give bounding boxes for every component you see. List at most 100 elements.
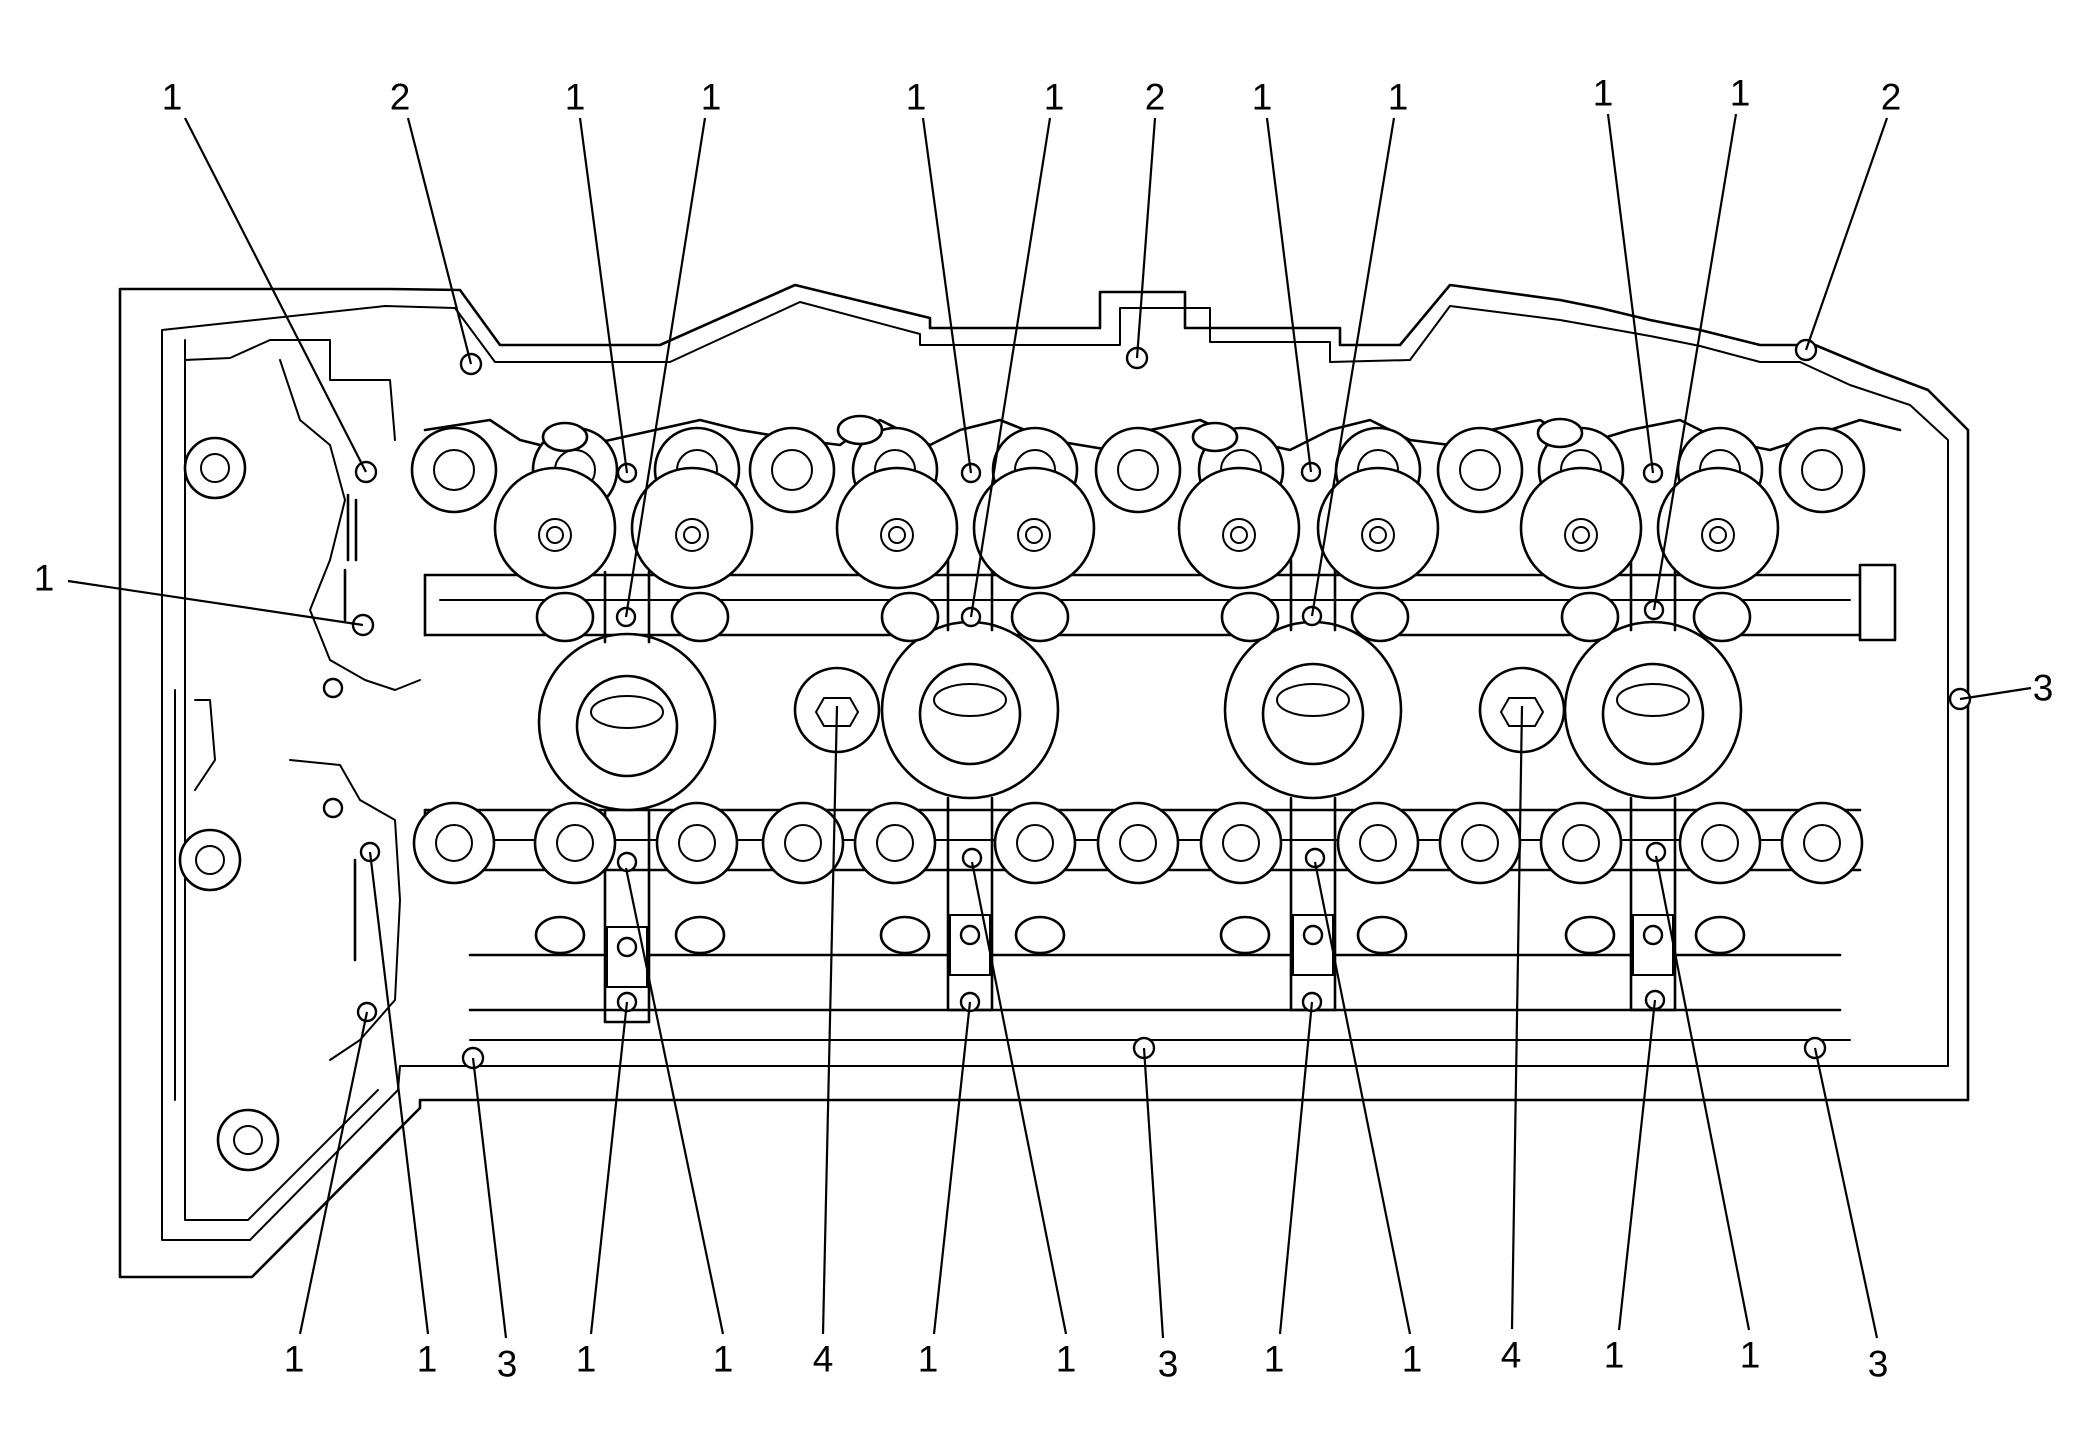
cam-cap-pad — [1692, 591, 1752, 643]
callout-label-1: 1 — [34, 558, 55, 599]
callout-leader-line — [67, 579, 364, 627]
end-boss — [216, 1108, 280, 1172]
cam-journal-boss — [410, 426, 498, 514]
cam-cap-pad — [674, 915, 726, 955]
head-outline — [118, 283, 1970, 1279]
oil-passage — [1191, 421, 1239, 453]
callout-label-1: 1 — [417, 1339, 438, 1380]
callout-leader-line — [578, 117, 629, 474]
callout-label-1: 1 — [1402, 1339, 1423, 1380]
spark-plug-boss — [1223, 558, 1403, 1012]
spark-plug-bosses — [178, 414, 1866, 1172]
cam-cap-pad — [880, 591, 940, 643]
cam-cap-pad — [1014, 915, 1066, 955]
cam-cap-pad — [1010, 591, 1070, 643]
callout-leader-line — [589, 1001, 629, 1335]
cam-cap-pad — [534, 915, 586, 955]
cam-journal-boss — [1199, 801, 1283, 885]
cam-journal-boss — [655, 801, 739, 885]
callout-label-2: 2 — [1145, 77, 1166, 118]
cam-cap-pad — [1564, 915, 1616, 955]
callout-leader-line — [1313, 861, 1412, 1335]
cam-lobe — [1177, 466, 1301, 590]
callout-leader-line — [821, 705, 839, 1335]
left-slot — [343, 493, 358, 622]
cam-lobe — [1656, 466, 1780, 590]
callout-leader-line — [1265, 117, 1313, 473]
cam-lobe — [1316, 466, 1440, 590]
callout-label-1: 1 — [1252, 77, 1273, 118]
cam-lobe — [493, 466, 617, 590]
cam-cap-pad — [1220, 591, 1280, 643]
callout-leader-line — [298, 1011, 369, 1335]
callout-label-3: 3 — [2033, 668, 2054, 709]
callout-label-1: 1 — [1604, 1335, 1625, 1376]
callout-label-3: 3 — [1158, 1344, 1179, 1385]
spark-plug-boss — [880, 558, 1060, 1012]
cam-journal-boss — [412, 801, 496, 885]
oil-passage — [836, 414, 884, 446]
callout-leader-line — [1310, 117, 1396, 617]
cam-cap-pad — [1694, 915, 1746, 955]
cam-journal-boss — [1096, 801, 1180, 885]
callout-leader-line — [1652, 113, 1738, 611]
cam-journal-boss — [1094, 426, 1182, 514]
callout-label-3: 3 — [1868, 1344, 1889, 1385]
callout-leader-line — [1617, 999, 1657, 1331]
cam-cap-pad — [1356, 915, 1408, 955]
cam-journal-boss — [1336, 801, 1420, 885]
callout-label-1: 1 — [713, 1339, 734, 1380]
callout-leader-line — [1804, 117, 1889, 351]
callout-label-1: 1 — [701, 77, 722, 118]
cam-journal-boss — [1778, 426, 1866, 514]
cam-journal-boss — [853, 801, 937, 885]
callout-label-1: 1 — [1593, 73, 1614, 114]
callout-label-2: 2 — [390, 77, 411, 118]
cam-cap-pad — [1350, 591, 1410, 643]
cam-journal-boss — [993, 801, 1077, 885]
callout-label-1: 1 — [162, 77, 183, 118]
callout-label-1: 1 — [1388, 77, 1409, 118]
callout-leader-line — [1654, 855, 1751, 1331]
end-boss — [178, 828, 242, 892]
cam-cap-pad — [1560, 591, 1620, 643]
callout-label-1: 1 — [1056, 1339, 1077, 1380]
callout-label-4: 4 — [813, 1339, 834, 1380]
cam-cap-pad — [1219, 915, 1271, 955]
callout-label-1: 1 — [284, 1339, 305, 1380]
callout-leader-line — [471, 1057, 508, 1339]
callout-leader-line — [1135, 117, 1157, 359]
end-boss — [183, 436, 247, 500]
callout-leader-line — [368, 851, 430, 1335]
cam-journal-boss — [1539, 801, 1623, 885]
callout-leader-line — [1959, 686, 2032, 701]
callout-label-1: 1 — [1264, 1339, 1285, 1380]
callout-leader-line — [1142, 1047, 1165, 1339]
callout-label-1: 1 — [906, 77, 927, 118]
cam-lobe — [835, 466, 959, 590]
callout-leader-line — [184, 117, 367, 473]
callout-leader-line — [921, 117, 973, 474]
cam-journal-boss — [748, 426, 836, 514]
cam-cap-pad — [670, 591, 730, 643]
callout-label-1: 1 — [918, 1339, 939, 1380]
callout-label-1: 1 — [1730, 73, 1751, 114]
cam-journal-boss — [533, 801, 617, 885]
cam-cap-pad — [535, 591, 595, 643]
cam-journal-boss — [1436, 426, 1524, 514]
callout-label-1: 1 — [1740, 1335, 1761, 1376]
cam-lobe — [1519, 466, 1643, 590]
cam-journal-boss — [761, 801, 845, 885]
spark-plug-boss — [1563, 558, 1743, 1012]
spark-plug-boss — [537, 570, 717, 1024]
callout-leader-line — [969, 117, 1052, 618]
cam-journal-boss — [1678, 801, 1762, 885]
cam-journal-boss — [1780, 801, 1864, 885]
callout-label-1: 1 — [565, 77, 586, 118]
cam-cap-pad — [879, 915, 931, 955]
callout-leader-line — [1278, 1001, 1314, 1335]
cam-lobe — [630, 466, 754, 590]
callout-label-1: 1 — [1044, 77, 1065, 118]
